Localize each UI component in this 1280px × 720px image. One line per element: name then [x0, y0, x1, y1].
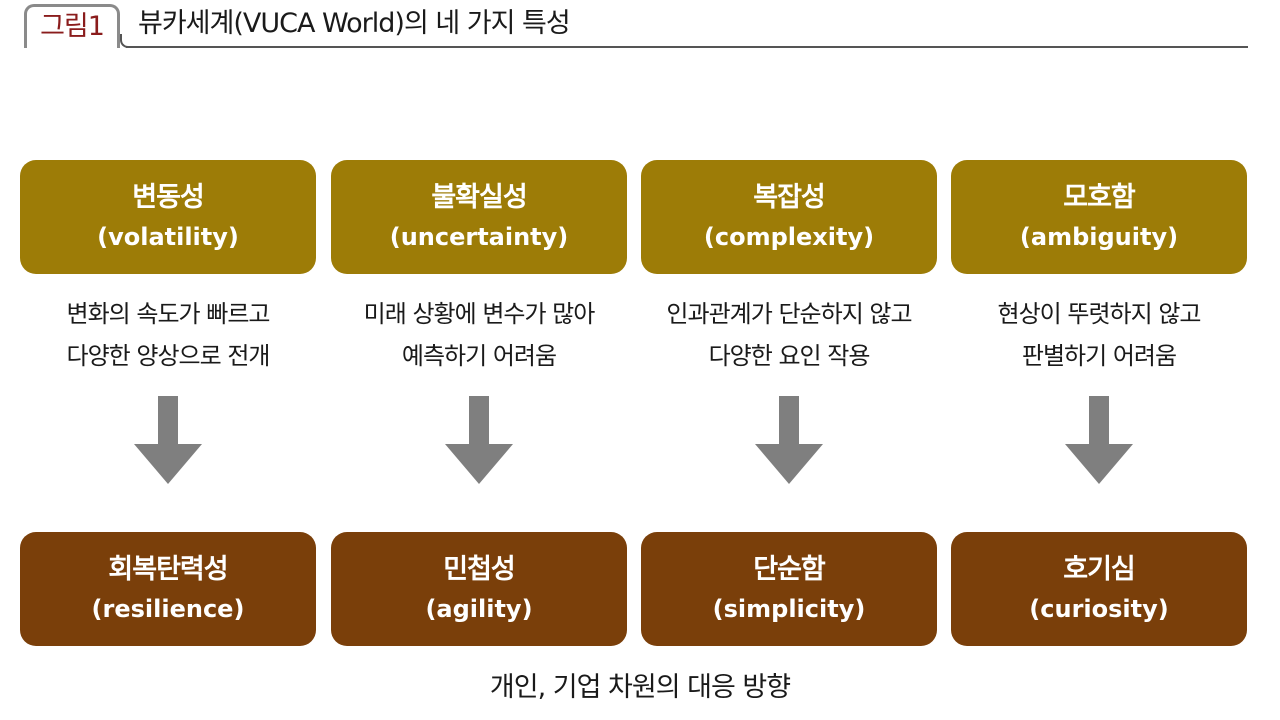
arrow-container: [641, 396, 937, 532]
characteristic-korean: 변동성: [132, 182, 205, 213]
response-korean: 단순함: [753, 554, 826, 585]
response-box: 회복탄력성 (resilience): [20, 532, 316, 646]
response-korean: 회복탄력성: [108, 554, 228, 585]
response-english: (resilience): [91, 595, 245, 623]
characteristic-english: (volatility): [97, 223, 239, 251]
description-line-2: 판별하기 어려움: [1021, 342, 1177, 370]
response-box: 단순함 (simplicity): [641, 532, 937, 646]
arrow-container: [20, 396, 316, 532]
characteristic-english: (uncertainty): [389, 223, 569, 251]
column-ambiguity: 모호함 (ambiguity) 현상이 뚜렷하지 않고 판별하기 어려움 호기심…: [951, 160, 1247, 646]
description-line-1: 인과관계가 단순하지 않고: [666, 300, 912, 328]
response-box: 민첩성 (agility): [331, 532, 627, 646]
characteristic-box: 모호함 (ambiguity): [951, 160, 1247, 274]
characteristic-description: 미래 상황에 변수가 많아 예측하기 어려움: [331, 274, 627, 396]
down-arrow-icon: [1065, 396, 1133, 484]
characteristic-korean: 모호함: [1063, 182, 1136, 213]
response-english: (curiosity): [1029, 595, 1169, 623]
column-volatility: 변동성 (volatility) 변화의 속도가 빠르고 다양한 양상으로 전개…: [20, 160, 316, 646]
down-arrow-icon: [445, 396, 513, 484]
description-line-1: 미래 상황에 변수가 많아: [363, 300, 596, 328]
arrow-container: [331, 396, 627, 532]
characteristic-box: 불확실성 (uncertainty): [331, 160, 627, 274]
description-line-2: 다양한 양상으로 전개: [66, 342, 271, 370]
figure-badge: 그림1: [24, 4, 120, 48]
figure-title: 뷰카세계(VUCA World)의 네 가지 특성: [138, 8, 571, 39]
response-english: (agility): [425, 595, 533, 623]
response-box: 호기심 (curiosity): [951, 532, 1247, 646]
description-line-1: 변화의 속도가 빠르고: [66, 300, 271, 328]
characteristic-description: 현상이 뚜렷하지 않고 판별하기 어려움: [951, 274, 1247, 396]
description-line-2: 다양한 요인 작용: [708, 342, 871, 370]
response-korean: 호기심: [1063, 554, 1136, 585]
characteristic-english: (complexity): [703, 223, 875, 251]
response-caption: 개인, 기업 차원의 대응 방향: [489, 672, 791, 703]
description-line-2: 예측하기 어려움: [401, 342, 557, 370]
characteristic-korean: 복잡성: [753, 182, 826, 213]
down-arrow-icon: [134, 396, 202, 484]
title-underline: [126, 46, 1248, 48]
arrow-container: [951, 396, 1247, 532]
characteristic-box: 변동성 (volatility): [20, 160, 316, 274]
column-complexity: 복잡성 (complexity) 인과관계가 단순하지 않고 다양한 요인 작용…: [641, 160, 937, 646]
response-english: (simplicity): [712, 595, 866, 623]
description-line-1: 현상이 뚜렷하지 않고: [997, 300, 1202, 328]
column-uncertainty: 불확실성 (uncertainty) 미래 상황에 변수가 많아 예측하기 어려…: [331, 160, 627, 646]
response-korean: 민첩성: [443, 554, 516, 585]
characteristic-description: 변화의 속도가 빠르고 다양한 양상으로 전개: [20, 274, 316, 396]
characteristic-description: 인과관계가 단순하지 않고 다양한 요인 작용: [641, 274, 937, 396]
characteristic-korean: 불확실성: [431, 182, 527, 213]
characteristic-english: (ambiguity): [1019, 223, 1179, 251]
characteristic-box: 복잡성 (complexity): [641, 160, 937, 274]
down-arrow-icon: [755, 396, 823, 484]
title-line-hook: [120, 34, 128, 48]
